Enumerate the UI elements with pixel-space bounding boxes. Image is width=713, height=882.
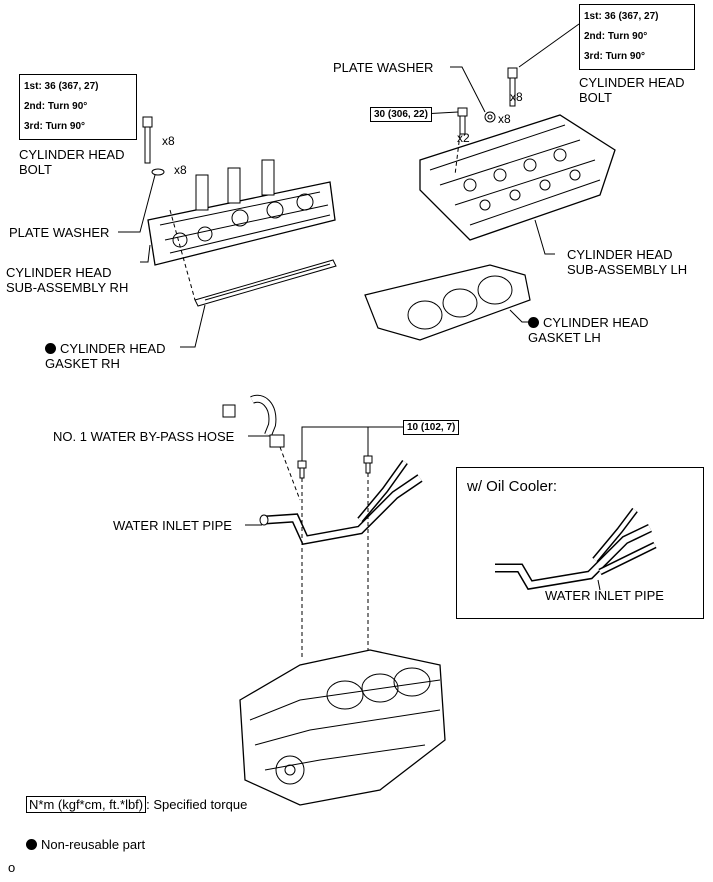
corner-mark: o: [8, 860, 16, 875]
oil-cooler-pipe-label: WATER INLET PIPE: [545, 588, 664, 603]
rh-head-gasket: [194, 259, 337, 307]
rh-torque-first: 1st: 36 (367, 27): [24, 81, 99, 92]
lh-head-gasket: [364, 264, 531, 341]
legend-nonreusable-dot: [26, 839, 37, 850]
lh-plate-washer: [484, 111, 496, 123]
nonreusable-mark-lh: [528, 317, 539, 328]
rh-torque-third: 3rd: Turn 90°: [24, 121, 86, 132]
lh-head-label: CYLINDER HEAD SUB-ASSEMBLY LH: [567, 247, 688, 277]
engine-block: [239, 649, 446, 806]
rh-bolt-torque-box: 1st: 36 (367, 27) 2nd: Turn 90° 3rd: Tur…: [19, 74, 137, 140]
rh-head-bolt-label: CYLINDER HEAD BOLT: [19, 147, 125, 177]
lh-bolt-qty: x8: [510, 90, 523, 104]
torque-30-box: 30 (306, 22): [370, 107, 432, 122]
oil-cooler-inset: w/ Oil Cooler: WATER INLET PIPE: [456, 467, 704, 619]
lh-gasket-text: CYLINDER HEAD GASKET LH: [528, 315, 649, 345]
legend-torque-key: N*m (kgf*cm, ft.*lbf): [26, 796, 147, 813]
lh-washer-qty: x8: [498, 112, 511, 126]
lh-torque-first: 1st: 36 (367, 27): [584, 11, 659, 22]
lh-torque-third: 3rd: Turn 90°: [584, 51, 646, 62]
nonreusable-mark-rh: [45, 343, 56, 354]
inlet-pipe-label: WATER INLET PIPE: [113, 518, 232, 533]
legend-torque: N*m (kgf*cm, ft.*lbf): Specified torque: [26, 796, 248, 813]
lh-stud-qty: x2: [457, 131, 470, 145]
lh-bolt-torque-box: 1st: 36 (367, 27) 2nd: Turn 90° 3rd: Tur…: [579, 4, 695, 70]
lh-plate-washer-label: PLATE WASHER: [333, 60, 434, 75]
rh-head-label: CYLINDER HEAD SUB-ASSEMBLY RH: [6, 265, 129, 295]
legend-nonreusable: Non-reusable part: [26, 837, 145, 853]
rh-bolt-qty: x8: [162, 134, 175, 148]
rh-gasket-text: CYLINDER HEAD GASKET RH: [45, 341, 166, 371]
lh-head-bolt: [507, 67, 518, 107]
lh-torque-second: 2nd: Turn 90°: [584, 31, 648, 42]
torque-10-box: 10 (102, 7): [403, 420, 460, 435]
bypass-hose-label: NO. 1 WATER BY-PASS HOSE: [53, 429, 235, 444]
rh-plate-washer: [151, 168, 165, 176]
legend-nonreusable-text: Non-reusable part: [41, 837, 146, 852]
inlet-pipe-bolts: [297, 455, 373, 479]
rh-plate-washer-label: PLATE WASHER: [9, 225, 110, 240]
rh-washer-qty: x8: [174, 163, 187, 177]
rh-gasket-label: CYLINDER HEAD GASKET RH: [45, 341, 165, 371]
oil-cooler-title: w/ Oil Cooler:: [467, 478, 558, 495]
legend-torque-desc: : Specified torque: [146, 797, 248, 812]
rh-cylinder-head: [147, 159, 336, 266]
water-inlet-pipe: [259, 459, 423, 546]
lh-cylinder-head: [419, 114, 616, 241]
rh-torque-second: 2nd: Turn 90°: [24, 101, 88, 112]
lh-head-bolt-label: CYLINDER HEAD BOLT: [579, 75, 685, 105]
bypass-hose: [222, 394, 285, 448]
lh-gasket-label: CYLINDER HEAD GASKET LH: [528, 315, 648, 345]
rh-head-bolt: [142, 116, 153, 164]
oil-cooler-water-inlet-pipe: [495, 507, 657, 590]
